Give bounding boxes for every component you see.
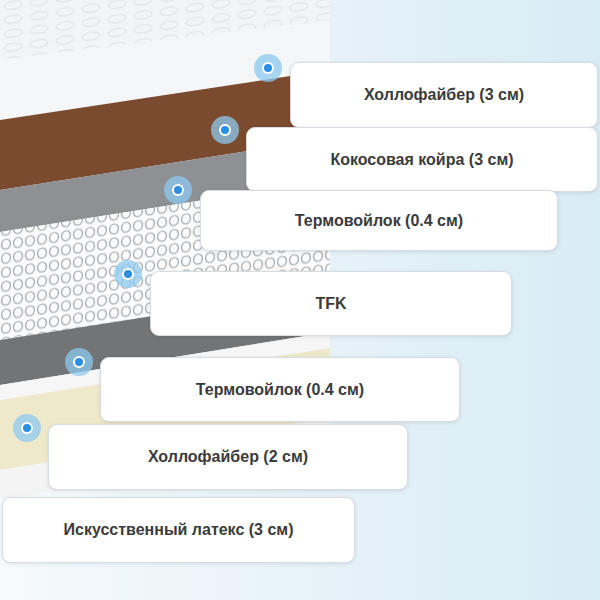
layer-label: Искусственный латекс (3 см) [63, 521, 293, 539]
layer-label: Кокосовая койра (3 см) [330, 151, 513, 169]
layer-label-box: Холлофайбер (2 см) [48, 424, 408, 490]
layer-label-box: Холлофайбер (3 см) [290, 62, 598, 128]
layer-label-box: Термовойлок (0.4 см) [100, 357, 460, 422]
layer-label-box: Термовойлок (0.4 см) [200, 190, 558, 251]
layer-label: Холлофайбер (3 см) [364, 86, 524, 104]
layer-label: Термовойлок (0.4 см) [295, 212, 463, 230]
layer-label: Холлофайбер (2 см) [148, 448, 308, 466]
layer-label-box: TFK [150, 271, 512, 336]
layer-label: TFK [315, 295, 346, 313]
layer-label: Термовойлок (0.4 см) [196, 381, 364, 399]
top-quilt-pattern [0, 0, 330, 60]
layer-label-box: Кокосовая койра (3 см) [246, 127, 598, 192]
layer-label-box: Искусственный латекс (3 см) [2, 497, 355, 563]
